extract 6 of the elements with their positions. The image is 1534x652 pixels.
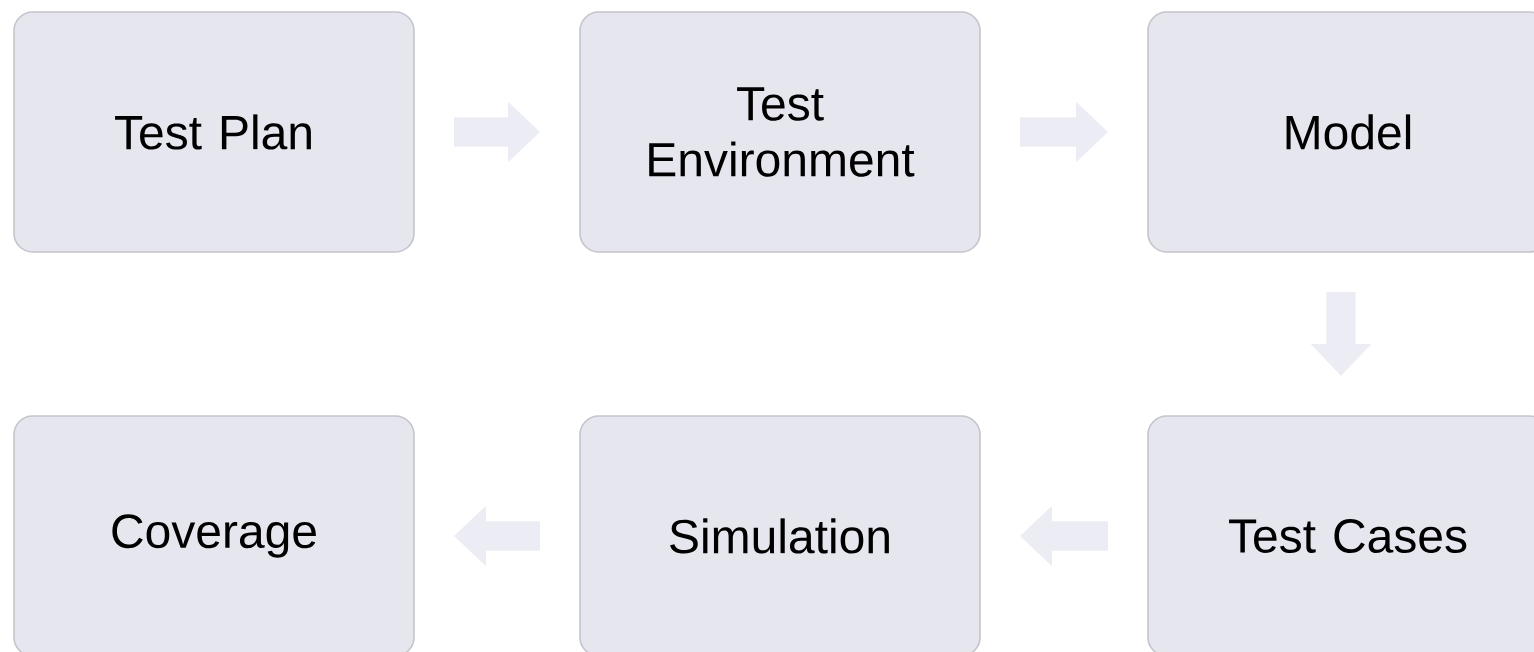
process-box: Test Plan [13,11,415,253]
process-box: Test Cases [1147,415,1534,652]
process-box: Test Environment [579,11,981,253]
process-box: Simulation [579,415,981,652]
process-box: Coverage [13,415,415,652]
process-box: Model [1147,11,1534,253]
